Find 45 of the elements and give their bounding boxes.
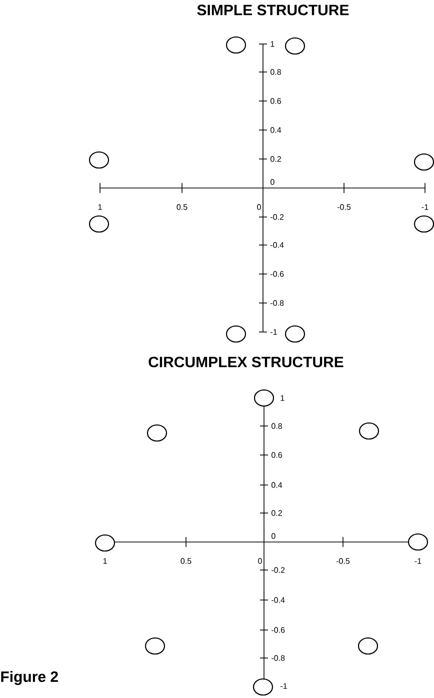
heading: SIMPLE STRUCTURE [197,4,349,16]
tick-label: 0.2 [272,510,282,516]
circle-marker [254,389,274,407]
circle-marker [358,637,378,655]
circle-marker [408,533,428,551]
tick-label: -1 [270,329,277,335]
circle-marker [146,424,168,442]
tick-label: -0.8 [272,655,285,661]
tick-label: -0.8 [270,300,284,306]
tick-label: -0.6 [272,627,285,633]
tick-label: 0 [272,533,276,539]
tick-label: 0.4 [270,127,282,133]
circle-marker [88,215,110,233]
tick-label: -1 [414,558,422,564]
caption: Figure 2 [1,670,58,686]
circle-marker [252,678,274,696]
circle-marker [94,534,116,552]
circle-marker [144,637,166,655]
tick-label: 0.6 [270,98,281,104]
tick-label: -0.5 [336,558,350,564]
heading: CIRCUMPLEX STRUCTURE [148,356,344,368]
tick-label: 0 [270,179,274,185]
tick-label: -0.6 [270,271,284,277]
tick-label: 0.6 [272,452,282,458]
circle-marker [358,422,380,440]
tick-label: -0.4 [270,242,284,248]
tick-label: 0 [258,558,262,564]
tick-label: 0.4 [272,482,282,488]
tick-label: -0.2 [270,214,284,220]
tick-label: -1 [280,683,287,689]
tick-label: 1 [270,41,274,47]
circle-marker [226,325,246,343]
circle-marker [284,37,306,55]
tick-label: 0.2 [270,156,281,162]
tick-label: 0 [257,204,261,210]
circle-marker [284,325,306,343]
tick-label: -0.5 [337,204,351,210]
circle-marker [88,151,110,169]
tick-label: 0.5 [180,558,192,564]
tick-label: 0.5 [176,204,188,210]
tick-label: -0.4 [272,597,285,603]
tick-label: -0.2 [272,567,285,573]
tick-label: 0.8 [272,423,282,429]
tick-label: 0.8 [270,69,281,75]
circle-marker [226,36,246,54]
